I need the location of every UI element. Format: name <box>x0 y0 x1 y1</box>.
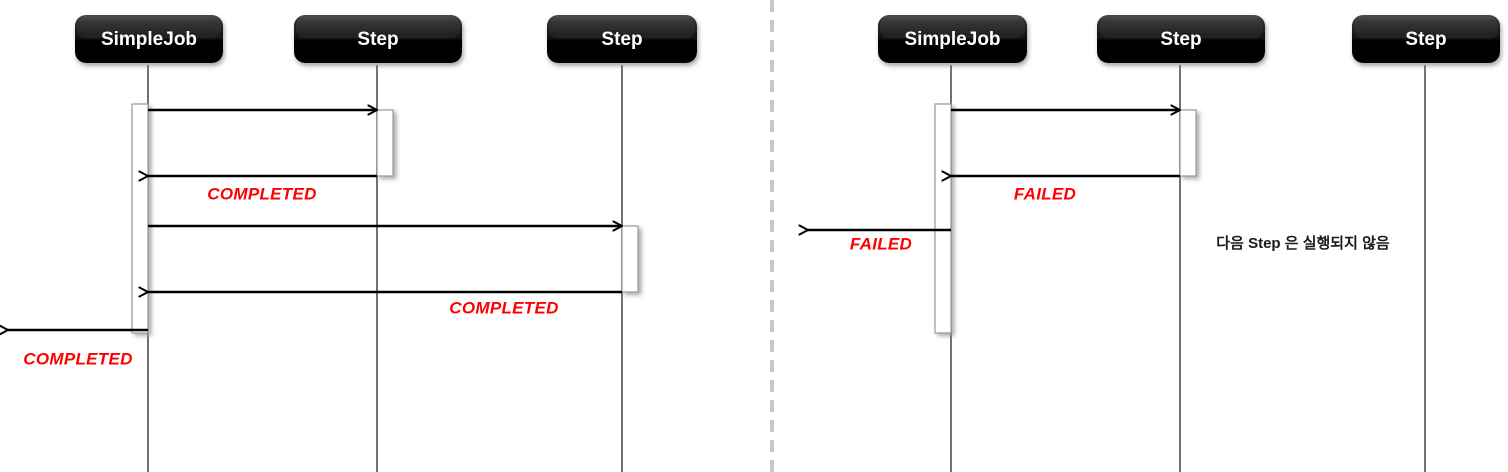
actor-label-step1-right: Step <box>1160 29 1201 50</box>
actor-box-step1-right[interactable] <box>1097 15 1265 63</box>
labels-layer: COMPLETED COMPLETED COMPLETED FAILED FAILED 다… <box>23 184 1390 368</box>
message-return-step2-label: COMPLETED <box>449 298 558 317</box>
actor-box-gloss <box>1099 16 1263 39</box>
activation-step1-left <box>376 109 394 177</box>
actor-label-step1-left: Step <box>357 29 398 50</box>
message-return-step1-label: COMPLETED <box>207 184 316 203</box>
actor-box-gloss <box>296 16 460 39</box>
actor-label-step2-right: Step <box>1405 29 1446 50</box>
actor-label-job-right: SimpleJob <box>904 29 1000 50</box>
activations-layer <box>131 103 1197 334</box>
actor-box-step1-left[interactable] <box>294 15 462 63</box>
activation-job-left <box>131 103 149 334</box>
lifelines-layer <box>147 65 1426 472</box>
actor-box-step2-left[interactable] <box>547 15 697 63</box>
actor-box-job-left[interactable] <box>75 15 223 63</box>
message-return-step1-failed-label: FAILED <box>1014 184 1076 203</box>
messages-layer <box>8 110 1180 330</box>
message-return-job-label: COMPLETED <box>23 349 132 368</box>
actor-box-job-right[interactable] <box>878 15 1027 63</box>
message-return-job-failed-label: FAILED <box>850 234 912 253</box>
actor-label-job-left: SimpleJob <box>101 29 197 50</box>
activation-step1-right <box>1179 109 1197 177</box>
activation-job-right <box>934 103 952 334</box>
actor-boxes-layer: SimpleJob Step Step SimpleJob Step Step <box>75 15 1500 63</box>
note-next-step-skipped: 다음 Step 은 실행되지 않음 <box>1216 235 1390 252</box>
actor-label-step2-left: Step <box>601 29 642 50</box>
actor-box-gloss <box>77 16 221 39</box>
activation-step2-left <box>621 225 639 293</box>
actor-box-step2-right[interactable] <box>1352 15 1500 63</box>
actor-box-gloss <box>1354 16 1498 39</box>
actor-box-gloss <box>549 16 695 39</box>
actor-box-gloss <box>880 16 1025 39</box>
